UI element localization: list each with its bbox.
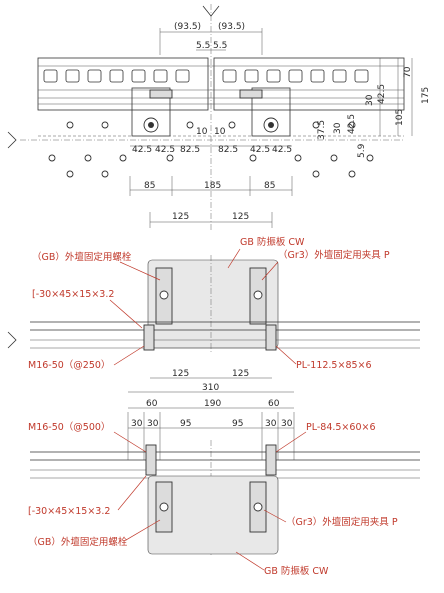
panel-right [213, 57, 405, 111]
dim-bot-125-left: 125 [172, 369, 189, 379]
label-right-clamp: （Gr3）外壇固定用夹具 P [278, 249, 390, 261]
dim-bolt-4: 82.5 [218, 145, 238, 155]
dim-bolt-5: 42.5 [250, 145, 270, 155]
dim-bot-30-4: 30 [281, 419, 293, 429]
bolt-mid-left [143, 324, 155, 351]
dim-sv-5: 37.5 [317, 120, 327, 140]
dim-sv-3: 42.5 [347, 114, 357, 134]
bolt-bot-left [145, 444, 157, 476]
dim-right-105: 105 [395, 109, 405, 126]
dim-bolt-2: 42.5 [155, 145, 175, 155]
dim-right-70: 70 [403, 66, 413, 78]
dim-sv-1: 30 [365, 94, 375, 106]
dim-bolt-3: 82.5 [180, 145, 200, 155]
label-plate-spec-bot: PL-84.5×60×6 [306, 422, 376, 433]
dim-bot-30-2: 30 [147, 419, 159, 429]
dim-bot-60-right: 60 [268, 399, 280, 409]
label-right-clamp-bot: （Gr3）外壇固定用夹具 P [286, 516, 398, 528]
section-marker-mid [7, 331, 17, 349]
section-marker-left [7, 131, 17, 149]
dim-bottom-185: 185 [204, 181, 221, 191]
dim-bottom-85-left: 85 [144, 181, 155, 191]
dim-bot-60-left: 60 [146, 399, 158, 409]
label-bolt-spec-bot: M16-50（@500） [28, 421, 110, 433]
bottom-view: 125 125 310 60 190 60 30 30 95 95 30 30 [28, 369, 420, 577]
dim-bottom-85-right: 85 [264, 181, 275, 191]
section-marker-top [202, 5, 220, 17]
label-left-channel-bot: [-30×45×15×3.2 [28, 506, 110, 517]
dim-top-right: (93.5) [218, 22, 245, 32]
dim-gap-right: 5.5 [213, 41, 227, 51]
vibration-plate-bot [147, 475, 279, 555]
dim-sv-4: 30 [333, 122, 343, 134]
dim-bot-125-right: 125 [232, 369, 249, 379]
dim-bolt-1: 42.5 [132, 145, 152, 155]
dim-top-left: (93.5) [174, 22, 201, 32]
bolt-bot-right [265, 444, 277, 476]
dim-right-175: 175 [421, 87, 431, 104]
clamp-right [239, 89, 263, 99]
slot-row [43, 69, 369, 83]
middle-view: 125 125 GB 防振板 CW （GB）外壇固定用螺栓 [-30×45×15… [7, 212, 420, 371]
dim-mid-125-left: 125 [172, 212, 189, 222]
label-bolt-spec-mid: M16-50（@250） [28, 359, 110, 371]
dim-gap-left: 5.5 [196, 41, 210, 51]
dim-bot-30-1: 30 [131, 419, 143, 429]
dim-bot-190: 190 [204, 399, 221, 409]
hole-grid [48, 121, 374, 178]
panel-left [37, 57, 209, 111]
label-bottom-plate: GB 防振板 CW [264, 565, 329, 577]
dim-bolt-6: 42.5 [272, 145, 292, 155]
label-plate-spec-mid: PL-112.5×85×6 [296, 360, 372, 371]
bolt-mid-right [265, 324, 277, 351]
dim-sv-6: 5.9 [357, 143, 367, 158]
dim-bot-310: 310 [202, 383, 219, 393]
label-left-bolt-bot: （GB）外壇固定用螺栓 [28, 536, 128, 548]
dim-mid-125-right: 125 [232, 212, 249, 222]
dim-center-right: 10 [214, 127, 226, 137]
label-top-plate: GB 防振板 CW [240, 236, 305, 248]
clamp-left [149, 89, 173, 99]
top-view: (93.5) (93.5) 5.5 5.5 [7, 4, 431, 230]
label-left-bolt: （GB）外壇固定用螺栓 [32, 251, 132, 263]
dim-center-left: 10 [196, 127, 208, 137]
dim-bot-95-1: 95 [180, 419, 191, 429]
dim-sv-2: 42.5 [377, 84, 387, 104]
dim-bot-95-2: 95 [232, 419, 243, 429]
dim-bot-30-3: 30 [265, 419, 277, 429]
label-left-channel: [-30×45×15×3.2 [32, 289, 114, 300]
